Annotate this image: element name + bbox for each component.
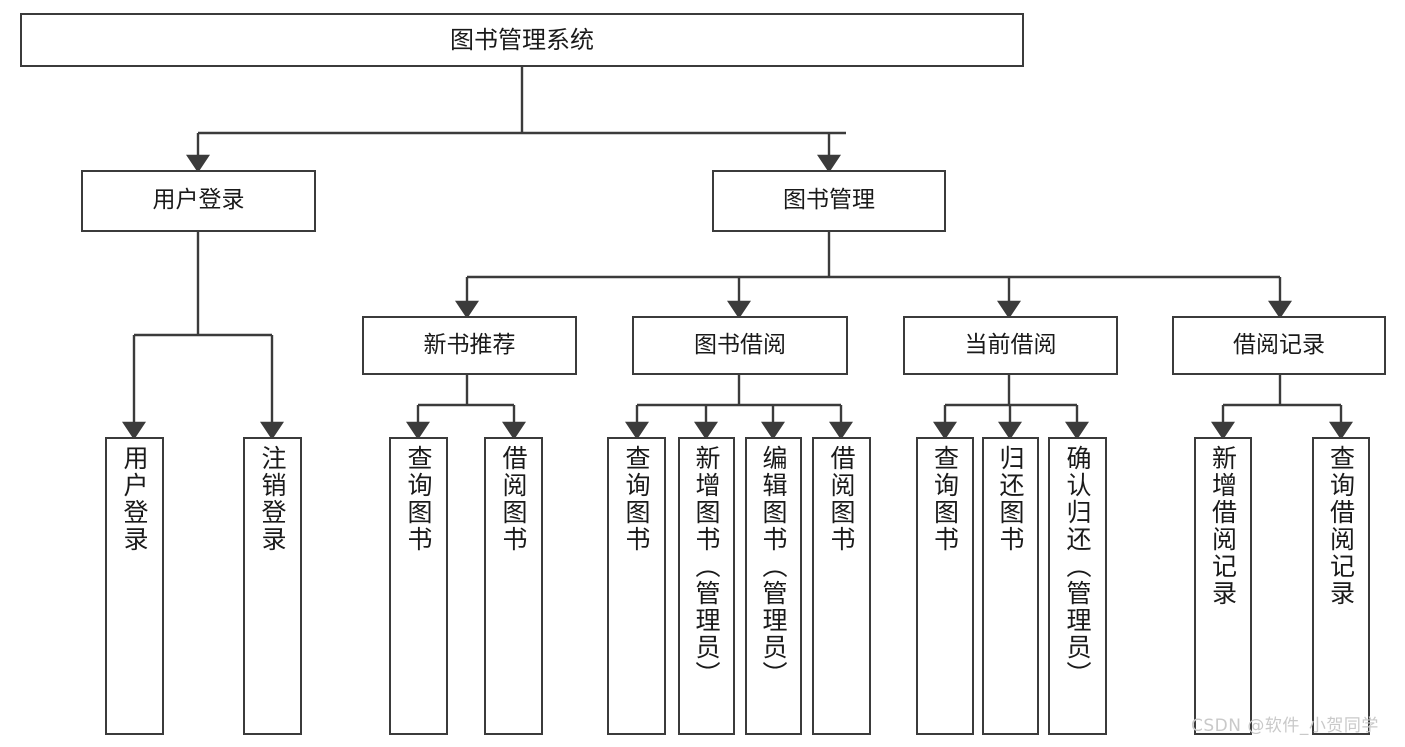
- node-leaf-borrow-book-2-label: 借阅图书: [827, 445, 856, 553]
- node-leaf-logout-login[interactable]: 注销登录: [243, 437, 302, 735]
- node-leaf-edit-book-label: 编辑图书（管理员）: [759, 445, 788, 688]
- node-new-book-rec[interactable]: 新书推荐: [362, 316, 577, 375]
- node-leaf-confirm-return-label: 确认归还（管理员）: [1063, 445, 1092, 688]
- node-leaf-user-login[interactable]: 用户登录: [105, 437, 164, 735]
- node-leaf-logout-login-label: 注销登录: [258, 445, 287, 553]
- node-book-borrow-label: 图书借阅: [694, 331, 786, 358]
- node-leaf-borrow-book-2[interactable]: 借阅图书: [812, 437, 871, 735]
- node-leaf-add-record[interactable]: 新增借阅记录: [1194, 437, 1252, 735]
- node-leaf-query-book-2[interactable]: 查询图书: [607, 437, 666, 735]
- node-leaf-add-record-label: 新增借阅记录: [1208, 445, 1238, 607]
- node-leaf-query-record[interactable]: 查询借阅记录: [1312, 437, 1370, 735]
- node-current-borrow-label: 当前借阅: [964, 331, 1057, 358]
- node-leaf-borrow-book-1[interactable]: 借阅图书: [484, 437, 543, 735]
- node-book-manage-label: 图书管理: [783, 187, 875, 214]
- node-leaf-user-login-label: 用户登录: [120, 445, 149, 553]
- node-leaf-query-book-3[interactable]: 查询图书: [916, 437, 974, 735]
- node-leaf-add-book-label: 新增图书（管理员）: [692, 445, 721, 688]
- node-root[interactable]: 图书管理系统: [20, 13, 1024, 67]
- node-leaf-return-book-label: 归还图书: [996, 445, 1025, 553]
- node-root-label: 图书管理系统: [450, 25, 594, 54]
- node-borrow-record[interactable]: 借阅记录: [1172, 316, 1386, 375]
- node-leaf-query-book-1-label: 查询图书: [404, 445, 433, 553]
- node-current-borrow[interactable]: 当前借阅: [903, 316, 1118, 375]
- node-book-borrow[interactable]: 图书借阅: [632, 316, 848, 375]
- node-leaf-borrow-book-1-label: 借阅图书: [499, 445, 528, 553]
- node-leaf-query-book-2-label: 查询图书: [622, 445, 651, 553]
- node-leaf-query-record-label: 查询借阅记录: [1326, 445, 1356, 607]
- node-leaf-edit-book[interactable]: 编辑图书（管理员）: [745, 437, 802, 735]
- csdn-watermark: CSDN @软件_小贺同学: [1191, 716, 1379, 736]
- node-borrow-record-label: 借阅记录: [1233, 331, 1325, 358]
- node-user-login-label: 用户登录: [152, 187, 245, 214]
- node-leaf-confirm-return[interactable]: 确认归还（管理员）: [1048, 437, 1107, 735]
- node-leaf-query-book-3-label: 查询图书: [930, 445, 960, 553]
- node-new-book-rec-label: 新书推荐: [423, 331, 516, 358]
- node-leaf-add-book[interactable]: 新增图书（管理员）: [678, 437, 735, 735]
- node-book-manage[interactable]: 图书管理: [712, 170, 946, 232]
- node-user-login[interactable]: 用户登录: [81, 170, 316, 232]
- node-leaf-return-book[interactable]: 归还图书: [982, 437, 1039, 735]
- node-leaf-query-book-1[interactable]: 查询图书: [389, 437, 448, 735]
